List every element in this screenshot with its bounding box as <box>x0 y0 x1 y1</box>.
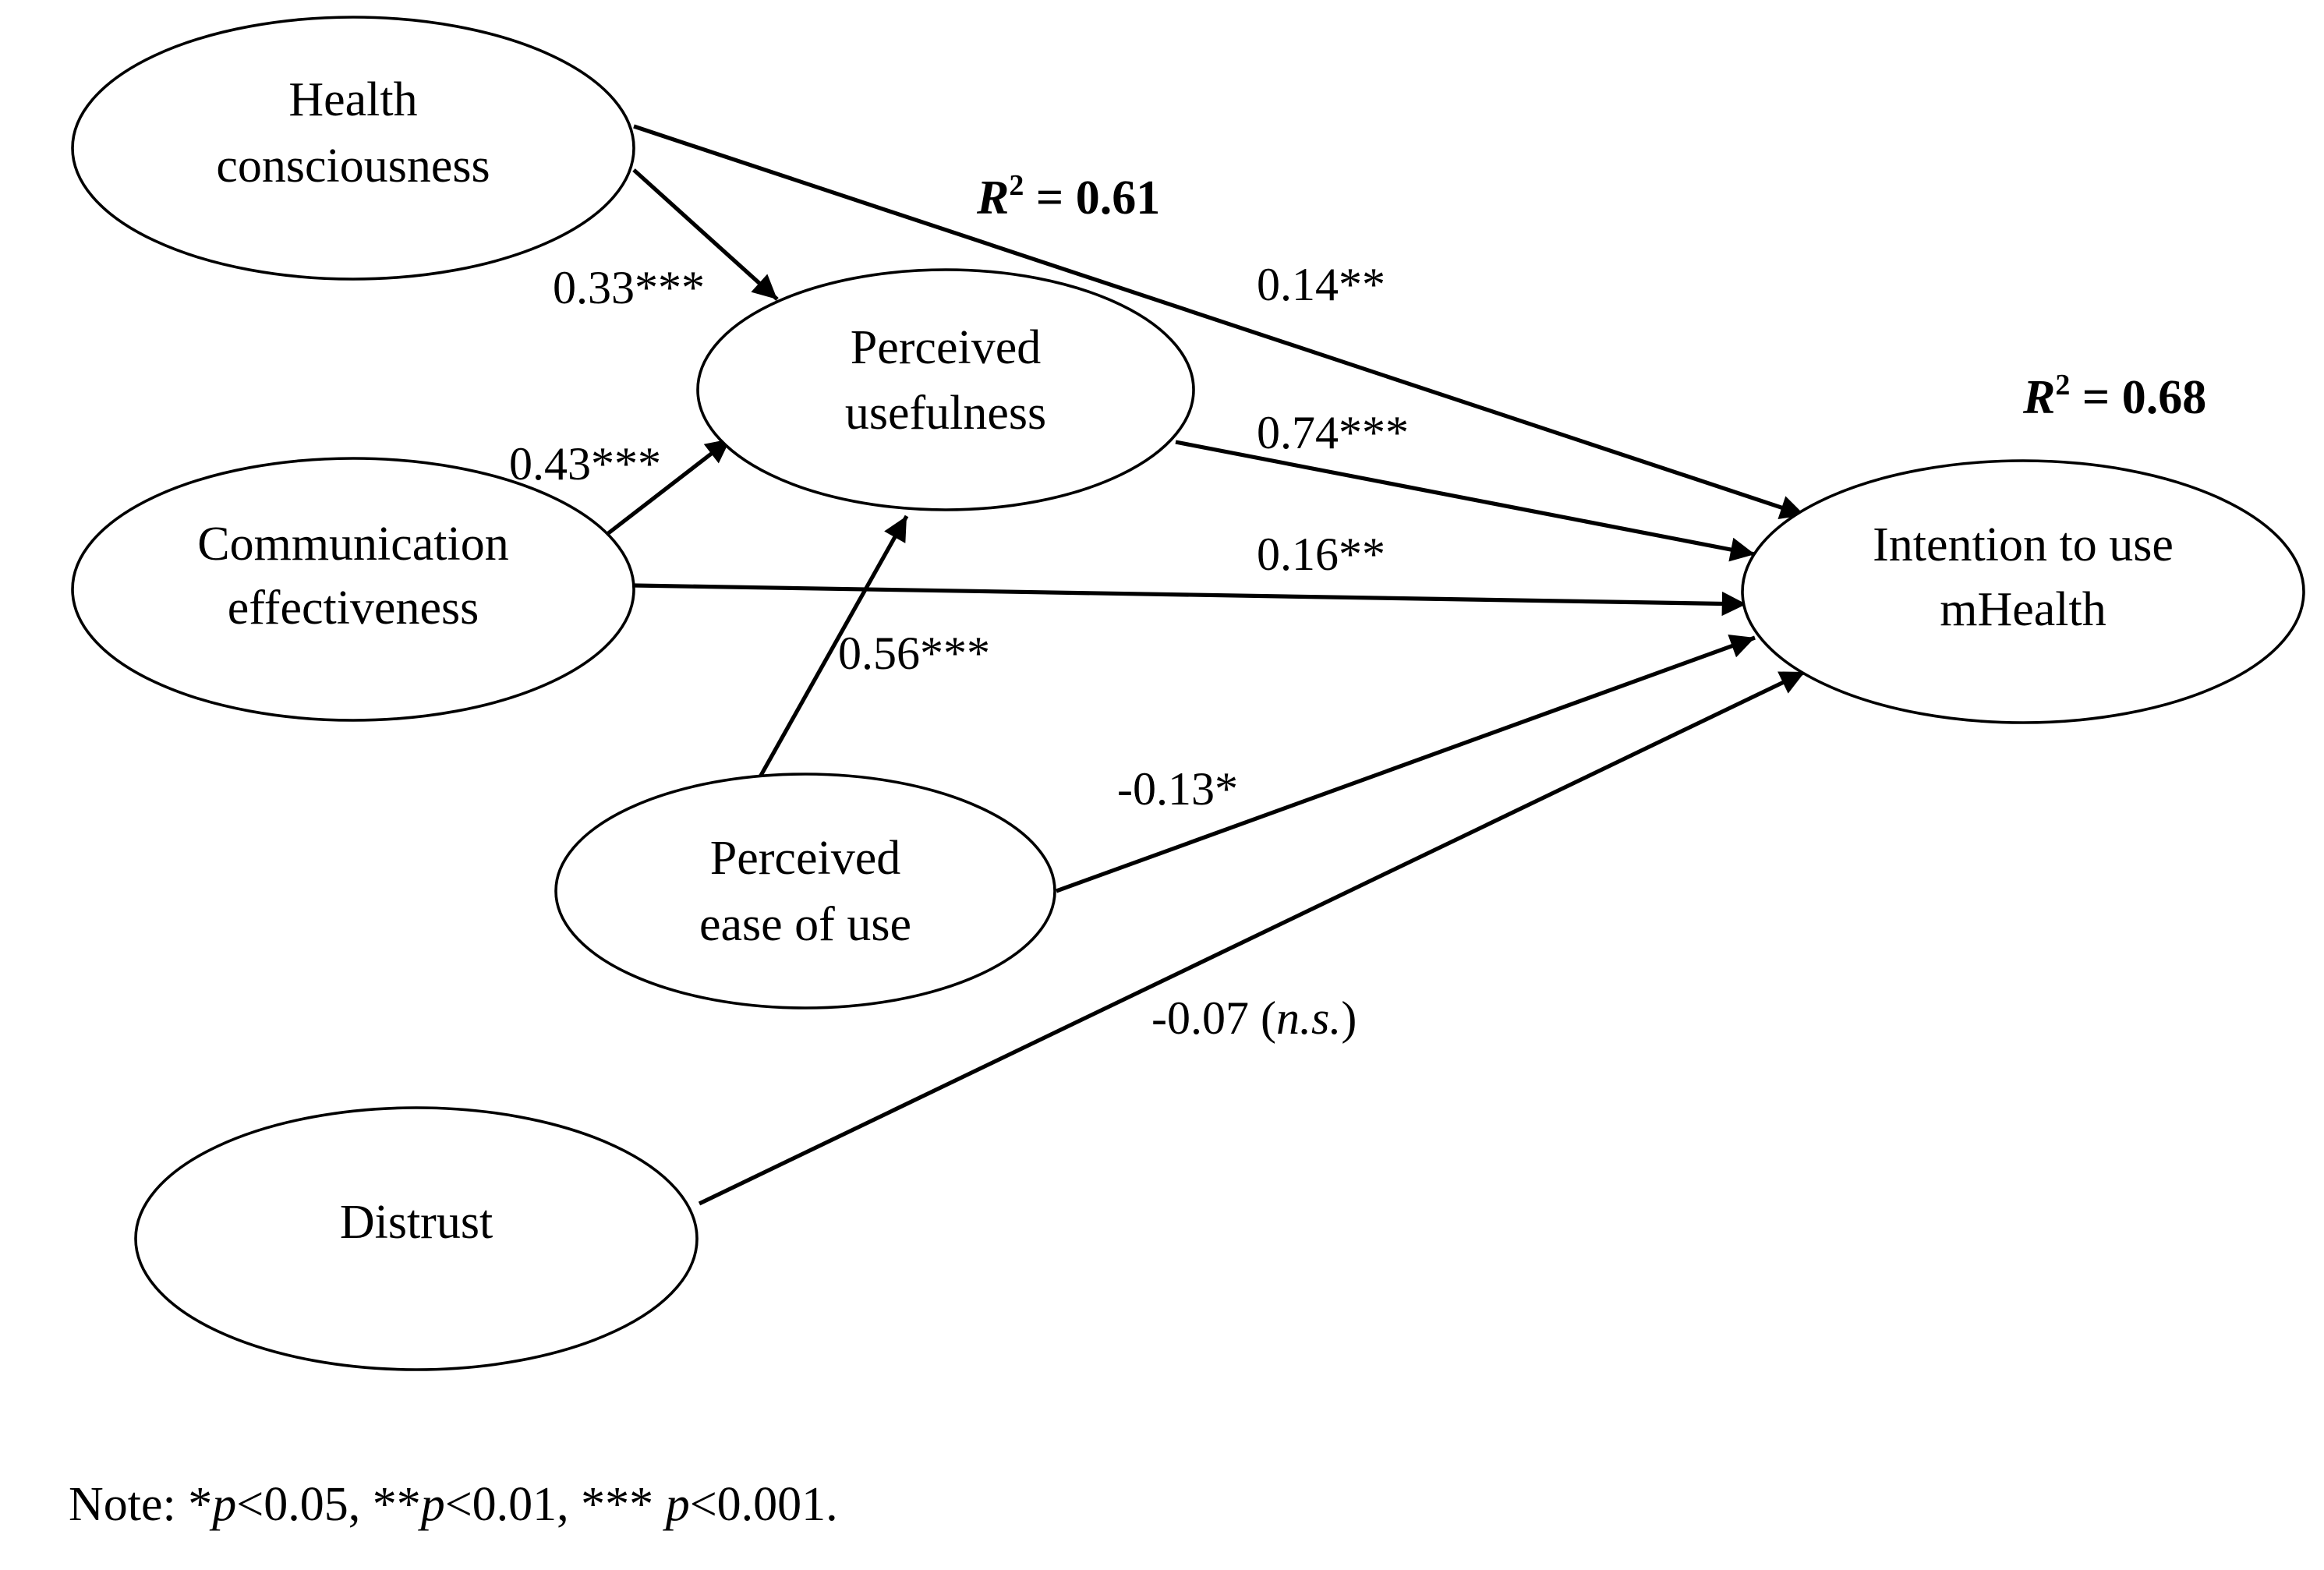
coef-usefulness-intention: 0.74*** <box>1257 407 1409 458</box>
node-label-line: ease of use <box>699 898 911 951</box>
coef-ease-intention: -0.13* <box>1117 763 1238 815</box>
node-label-line: Communication <box>197 518 509 571</box>
node-label-line: Intention to use <box>1873 518 2174 571</box>
coef-distrust-close: ) <box>1341 992 1357 1044</box>
coef-health-usefulness: 0.33*** <box>553 262 705 313</box>
r-squared-usefulness: R2 = 0.61 <box>976 169 1160 225</box>
edge-usefulness-to-intention <box>1175 440 1756 562</box>
node-label-line: Distrust <box>340 1196 493 1249</box>
node-label-line: usefulness <box>845 387 1046 440</box>
node-label-line: Health <box>288 73 417 126</box>
node-health-consciousness: Health consciousness <box>71 16 635 281</box>
node-label-line: consciousness <box>216 140 490 193</box>
edge-communication-to-usefulness <box>606 437 732 536</box>
node-distrust: Distrust <box>134 1106 699 1371</box>
coef-distrust-ns: n.s. <box>1276 992 1341 1044</box>
edge-health-to-intention <box>633 124 1806 519</box>
node-label-line: mHealth <box>1940 583 2106 636</box>
r-squared-intention: R2 = 0.68 <box>2022 369 2206 424</box>
node-label-line: effectiveness <box>228 582 479 635</box>
edges <box>606 124 1806 1206</box>
coef-distrust-intention: -0.07 (n.s.) <box>1151 992 1357 1044</box>
node-communication-effectiveness: Communication effectiveness <box>71 457 635 722</box>
edge-ease-to-usefulness <box>756 514 909 781</box>
node-perceived-ease-of-use: Perceived ease of use <box>554 773 1056 1010</box>
coef-ease-usefulness: 0.56*** <box>838 628 990 679</box>
significance-note: Note: *p<0.05, **p<0.01, *** p<0.001. <box>69 1478 838 1531</box>
node-perceived-usefulness: Perceived usefulness <box>696 268 1195 511</box>
coef-distrust-value: -0.07 ( <box>1151 992 1276 1044</box>
path-coefficients: 0.33*** 0.43*** 0.56*** 0.14** 0.74*** 0… <box>509 259 1409 1044</box>
edge-communication-to-intention <box>633 583 1747 617</box>
edge-distrust-to-intention <box>698 670 1806 1206</box>
node-intention-to-use-mhealth: Intention to use mHealth <box>1741 459 2305 724</box>
coef-health-intention: 0.14** <box>1257 259 1385 310</box>
edge-ease-to-intention <box>1056 634 1756 893</box>
edge-health-to-usefulness <box>632 168 779 301</box>
node-label-line: Perceived <box>710 832 900 885</box>
coef-communication-usefulness: 0.43*** <box>509 438 661 490</box>
node-label-line: Perceived <box>851 321 1041 374</box>
coef-communication-intention: 0.16** <box>1257 529 1385 580</box>
